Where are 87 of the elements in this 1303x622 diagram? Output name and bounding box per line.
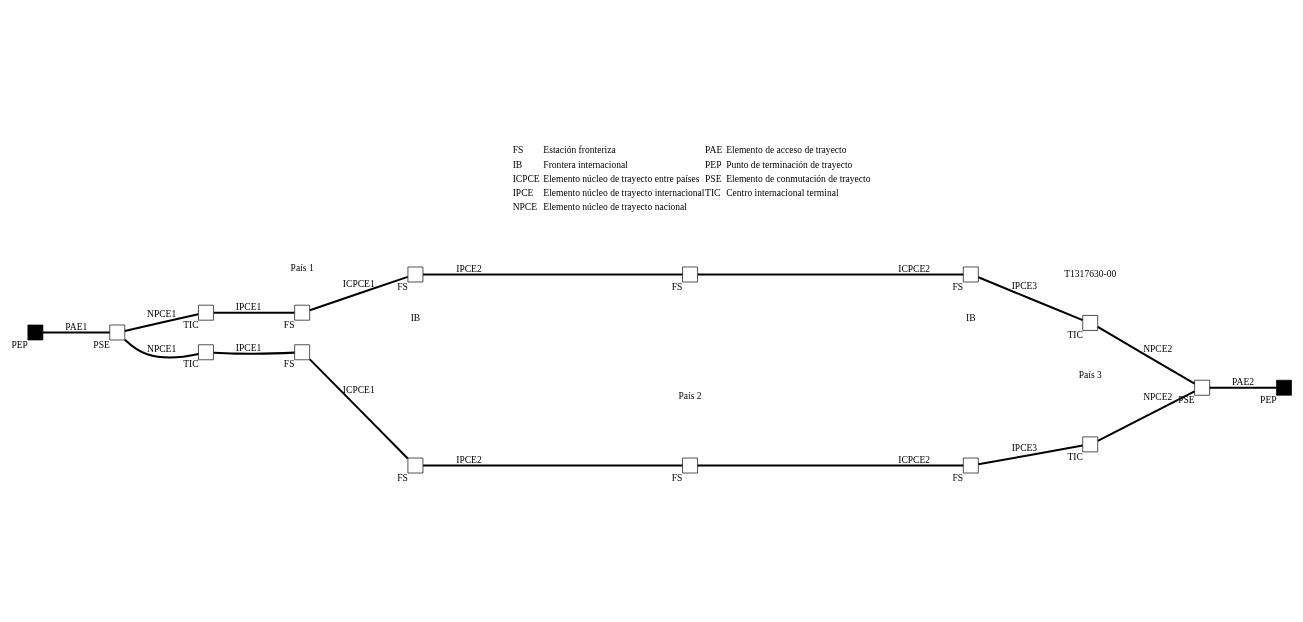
edge-label: PAE1 xyxy=(65,320,88,332)
node-label: FS xyxy=(952,280,964,292)
node-box xyxy=(1276,379,1292,396)
label: Estación fronteriza xyxy=(543,143,616,155)
node-box xyxy=(1194,379,1210,396)
label: País 2 xyxy=(678,389,702,401)
node-box xyxy=(682,457,698,473)
label: IB xyxy=(410,311,421,323)
edge-label: NPCE2 xyxy=(1143,390,1173,402)
label: Frontera internacional xyxy=(543,158,628,169)
edge-label: NPCE1 xyxy=(147,342,177,354)
label: PEP xyxy=(705,158,722,169)
label: Elemento núcleo de trayecto internacional xyxy=(543,186,705,198)
node-box xyxy=(198,304,214,321)
label: Centro internacional terminal xyxy=(726,186,839,198)
node-label: PEP xyxy=(1260,393,1277,405)
node-label: FS xyxy=(671,280,683,292)
node-label: FS xyxy=(283,318,295,330)
label: IPCE xyxy=(512,186,534,198)
connector xyxy=(978,444,1083,465)
edge-label: ICPCE2 xyxy=(898,262,931,274)
node-box xyxy=(109,324,126,340)
edge-label: ICPCE2 xyxy=(898,453,931,465)
node-label: PEP xyxy=(11,338,28,350)
edge-label: IPCE1 xyxy=(235,300,262,312)
node-label: FS xyxy=(671,471,683,483)
edge-label: IPCE2 xyxy=(456,262,482,274)
connector xyxy=(977,275,1084,321)
edge-label: PAE2 xyxy=(1232,375,1255,387)
connector xyxy=(423,464,683,467)
label: FS xyxy=(512,143,524,155)
node-label: PSE xyxy=(93,338,110,350)
node-label: TIC xyxy=(1067,450,1083,462)
edge-label: NPCE1 xyxy=(147,307,177,319)
label: País 1 xyxy=(290,261,314,273)
connector xyxy=(697,464,964,467)
label: País 3 xyxy=(1078,368,1102,380)
connector xyxy=(1097,325,1196,385)
connector xyxy=(124,312,199,332)
node-box xyxy=(294,304,310,321)
label: PAE xyxy=(705,143,723,155)
edge-label: NPCE2 xyxy=(1143,342,1173,354)
node-box xyxy=(198,343,214,360)
label: Punto de terminación de trayecto xyxy=(726,158,853,169)
edge-label: IPCE3 xyxy=(1011,441,1038,453)
node-box xyxy=(407,457,424,473)
connector xyxy=(124,338,199,358)
node-box xyxy=(294,343,310,360)
connector xyxy=(309,358,409,459)
label: IB xyxy=(512,158,523,169)
connector xyxy=(42,330,110,333)
node-box xyxy=(682,266,698,282)
label: Elemento núcleo de trayecto nacional xyxy=(543,200,688,212)
node-label: TIC xyxy=(183,318,199,330)
label: T1317630-00 xyxy=(1064,267,1117,279)
label: IB xyxy=(966,311,976,323)
connector xyxy=(423,272,683,275)
node-label: TIC xyxy=(183,357,199,369)
edge-label: ICPCE1 xyxy=(342,383,375,395)
label: NPCE xyxy=(512,200,538,212)
edge-label: IPCE1 xyxy=(235,341,262,353)
label: Elemento de acceso de trayecto xyxy=(726,143,847,155)
node-box xyxy=(407,266,424,282)
connector xyxy=(1209,386,1277,389)
edge-label: IPCE2 xyxy=(456,453,482,465)
node-box xyxy=(1082,314,1099,331)
node-label: TIC xyxy=(1067,328,1083,340)
label: Elemento de conmutación de trayecto xyxy=(726,172,871,184)
connector xyxy=(213,351,295,355)
connector xyxy=(697,272,964,275)
edge-label: ICPCE1 xyxy=(342,277,375,289)
node-box xyxy=(962,266,979,282)
node-box xyxy=(962,457,979,473)
node-label: FS xyxy=(397,280,408,292)
node-label: FS xyxy=(283,357,295,369)
label: ICPCE xyxy=(512,172,540,184)
label: PSE xyxy=(705,172,722,184)
connector xyxy=(213,311,295,314)
label: TIC xyxy=(705,186,721,198)
connector xyxy=(1097,389,1195,442)
edge-label: IPCE3 xyxy=(1011,279,1038,291)
connector xyxy=(309,275,409,311)
node-label: FS xyxy=(952,471,964,483)
node-box xyxy=(1082,436,1099,452)
node-label: FS xyxy=(397,471,408,483)
node-box xyxy=(27,324,44,340)
label: Elemento núcleo de trayecto entre países xyxy=(543,172,700,184)
